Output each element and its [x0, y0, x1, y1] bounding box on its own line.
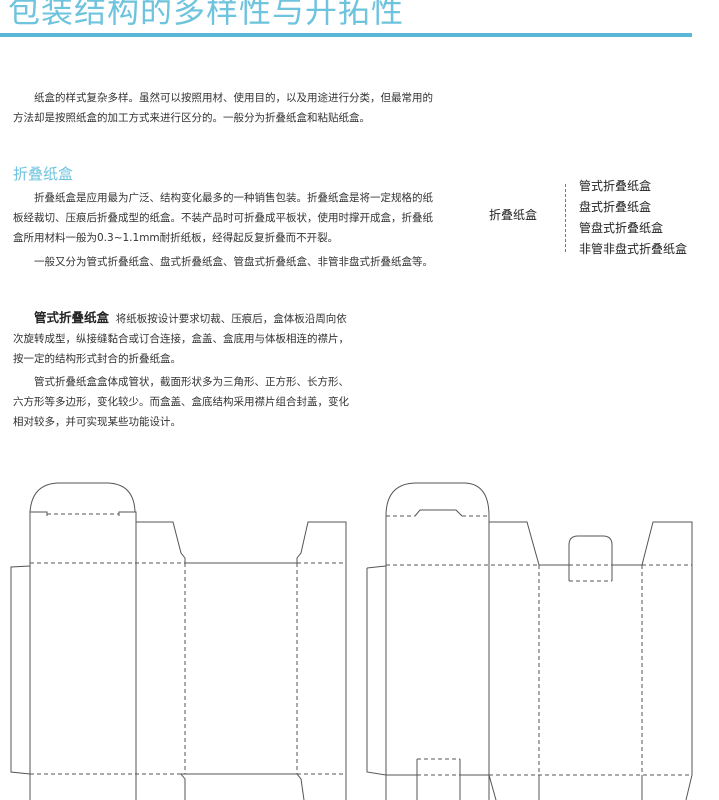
section-heading: 折叠纸盒	[13, 165, 74, 183]
tree-item: 盘式折叠纸盒	[579, 200, 652, 214]
page-title: 包装结构的多样性与开拓性	[8, 0, 405, 30]
types-paragraph: 一般又分为管式折叠纸盒、盘式折叠纸盒、管盘式折叠纸盒、非管非盘式折叠纸盒等。	[34, 256, 433, 268]
tree-bracket	[565, 184, 574, 252]
dieline-right	[366, 482, 693, 800]
sub-heading: 管式折叠纸盒	[34, 310, 110, 325]
dieline-left	[10, 482, 347, 800]
intro-paragraph: 纸盒的样式复杂多样。虽然可以按照用材、使用目的，以及用途进行分类，但最常用的方法…	[13, 92, 433, 124]
cut-lines	[366, 482, 693, 800]
tree-root: 折叠纸盒	[489, 208, 538, 222]
tube-box-paragraph: 管式折叠纸盒 将纸板按设计要求切裁、压痕后，盒体板沿周向依次旋转成型，纵接缝黏合…	[13, 308, 349, 369]
tube-box-definition: 将纸板按设计要求切裁、压痕后，盒体板沿周向依次旋转成型，纵接缝黏合或订合连接，盒…	[13, 313, 349, 365]
tree-item: 管盘式折叠纸盒	[579, 221, 664, 235]
fold-lines	[29, 513, 346, 775]
folding-box-paragraph: 折叠纸盒是应用最为广泛、结构变化最多的一种销售包装。折叠纸盒是将一定规格的纸板经…	[13, 192, 433, 244]
fold-lines	[385, 515, 692, 776]
title-rule	[0, 33, 692, 37]
tree-item: 管式折叠纸盒	[579, 179, 652, 193]
cut-lines	[10, 482, 347, 800]
tube-box-shape-paragraph: 管式折叠纸盒盒体成管状，截面形状多为三角形、正方形、长方形、六方形等多边形，变化…	[13, 376, 349, 428]
tree-item: 非管非盘式折叠纸盒	[579, 242, 688, 256]
